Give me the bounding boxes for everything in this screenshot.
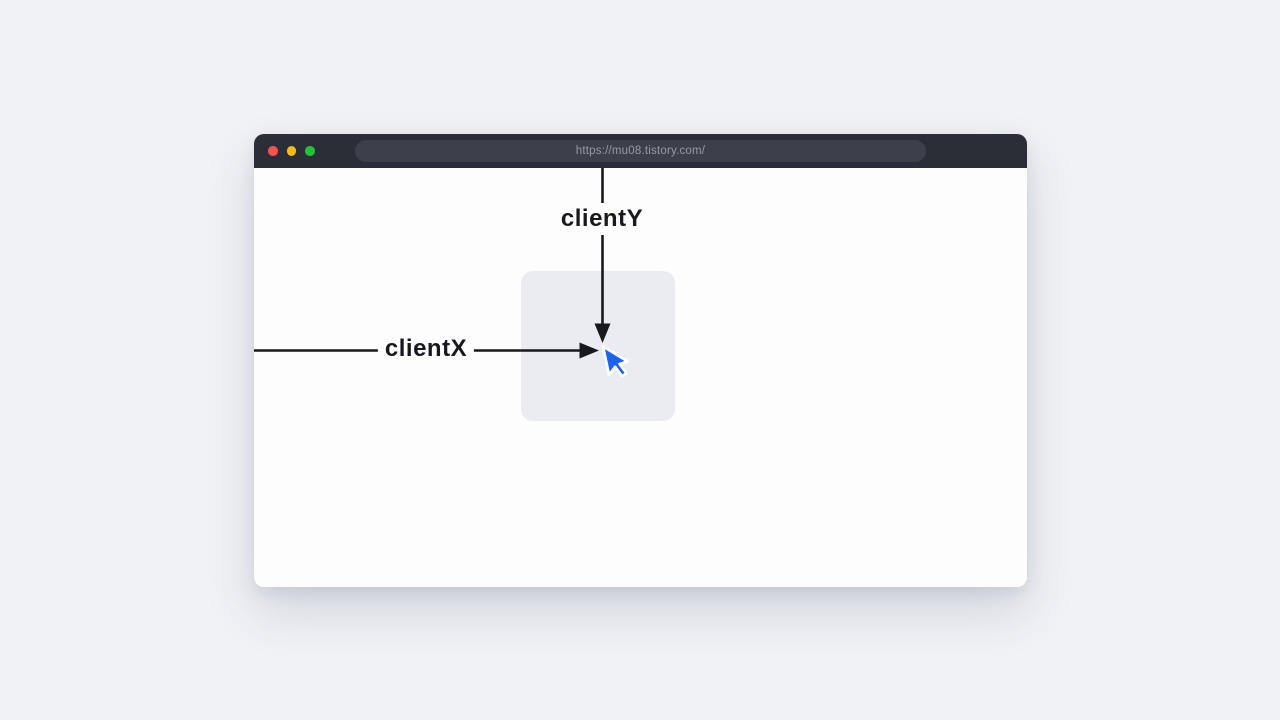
maximize-button[interactable] xyxy=(305,146,315,156)
clientx-label: clientX xyxy=(377,333,475,365)
target-box xyxy=(521,271,675,421)
browser-window: https://mu08.tistory.com/ clientY client… xyxy=(254,134,1027,587)
titlebar: https://mu08.tistory.com/ xyxy=(254,134,1027,168)
clienty-label: clientY xyxy=(553,203,651,235)
minimize-button[interactable] xyxy=(286,146,296,156)
close-button[interactable] xyxy=(268,146,278,156)
window-controls xyxy=(268,134,315,168)
content-area: clientY clientX xyxy=(254,168,1027,587)
url-bar[interactable]: https://mu08.tistory.com/ xyxy=(355,140,926,162)
